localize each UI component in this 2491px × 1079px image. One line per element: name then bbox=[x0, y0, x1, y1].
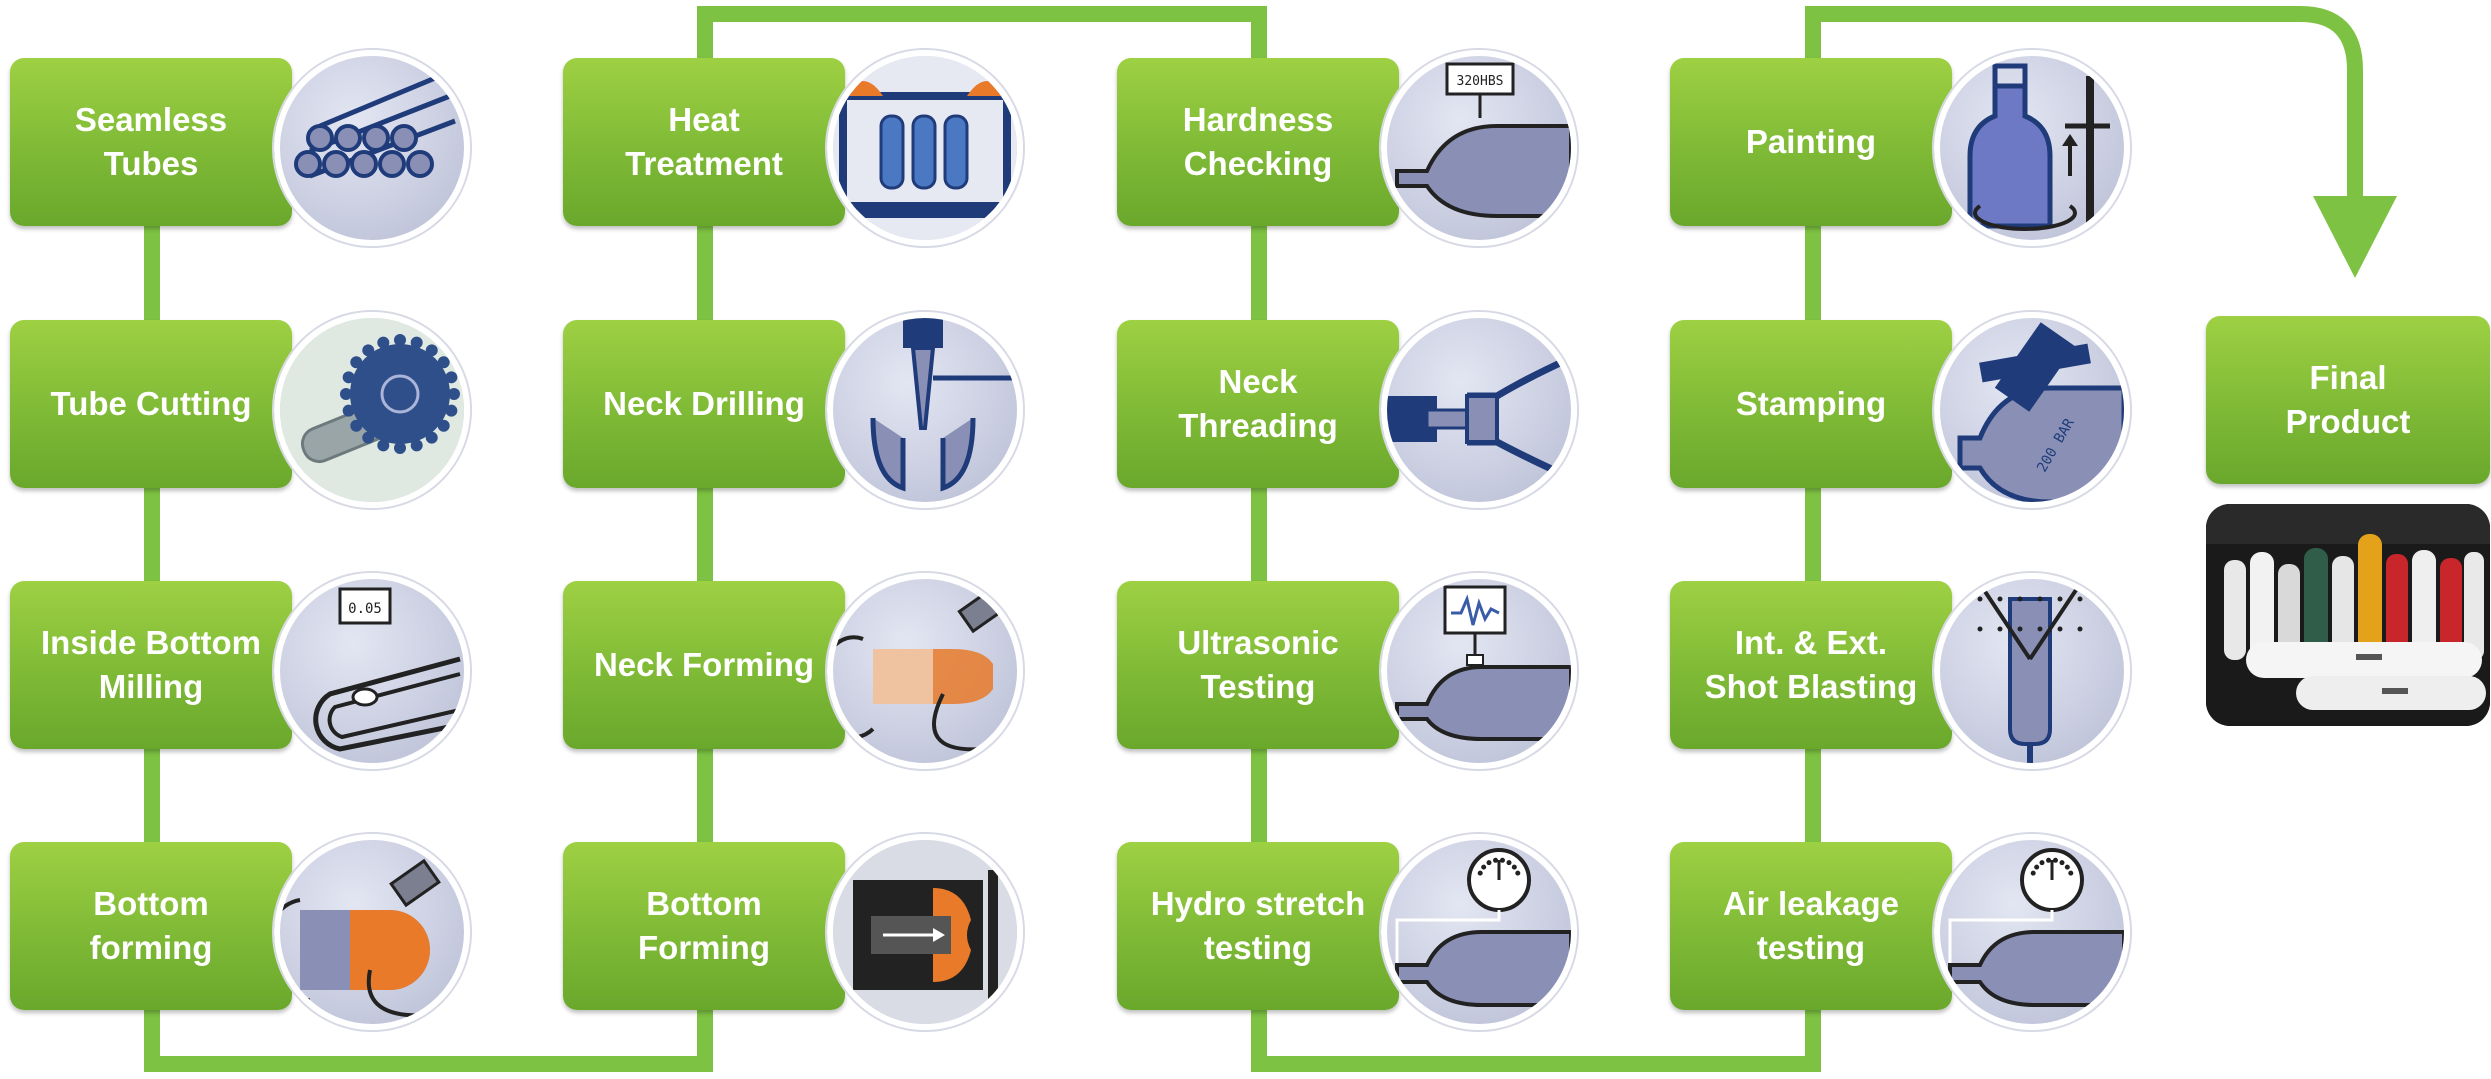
gas-cylinders-image bbox=[2206, 504, 2490, 726]
milling-icon: 0.05 bbox=[274, 573, 470, 769]
svg-text:0.05: 0.05 bbox=[348, 601, 382, 617]
drill-icon bbox=[827, 312, 1023, 508]
spray-paint-icon bbox=[1934, 50, 2130, 246]
step-label-line: testing bbox=[1203, 929, 1313, 966]
final-product-box: Final Product bbox=[2206, 316, 2490, 484]
final-product-line: Product bbox=[2285, 403, 2411, 440]
tubes-bundle-icon bbox=[274, 50, 470, 246]
step-label-line: Bottom bbox=[646, 885, 762, 922]
step-label-line: Air leakage bbox=[1722, 885, 1900, 922]
step-box: Neck Drilling bbox=[563, 320, 845, 488]
press-icon bbox=[827, 834, 1023, 1030]
step-label-line: testing bbox=[1756, 929, 1866, 966]
final-product-photo bbox=[2206, 504, 2490, 726]
bottom-forming-icon bbox=[274, 834, 470, 1030]
step-label-line: Treatment bbox=[625, 145, 783, 182]
step-box: Air leakage testing bbox=[1670, 842, 1952, 1010]
neck-forming-icon bbox=[827, 573, 1023, 769]
stamp-icon: 200 BAR bbox=[1934, 312, 2130, 508]
step-box: Hydro stretch testing bbox=[1117, 842, 1399, 1010]
step-label: Neck Forming bbox=[580, 643, 828, 687]
shot-blasting-icon bbox=[1934, 573, 2130, 769]
step-label: Int. & Ext. Shot Blasting bbox=[1691, 621, 1932, 709]
step-label-line: Tube Cutting bbox=[50, 385, 252, 422]
final-product-line: Final bbox=[2309, 359, 2387, 396]
step-label-line: Inside Bottom bbox=[41, 624, 261, 661]
step-label-line: Heat bbox=[668, 101, 740, 138]
pressure-gauge-icon bbox=[1934, 834, 2130, 1030]
svg-text:320HBS: 320HBS bbox=[1457, 74, 1504, 89]
step-label: Stamping bbox=[1722, 382, 1900, 426]
step-box: Int. & Ext. Shot Blasting bbox=[1670, 581, 1952, 749]
step-label-line: Shot Blasting bbox=[1704, 668, 1918, 705]
step-box: Neck Forming bbox=[563, 581, 845, 749]
step-label: Air leakage testing bbox=[1709, 882, 1913, 970]
pressure-gauge-icon bbox=[1381, 834, 1577, 1030]
step-label: Painting bbox=[1732, 120, 1890, 164]
ultrasonic-icon bbox=[1381, 573, 1577, 769]
flow-path bbox=[144, 5, 2363, 1072]
step-label: Neck Drilling bbox=[589, 382, 819, 426]
step-label-line: Int. & Ext. bbox=[1734, 624, 1888, 661]
step-label-line: Threading bbox=[1178, 407, 1338, 444]
step-label-line: Forming bbox=[638, 929, 770, 966]
step-label-line: Tubes bbox=[103, 145, 199, 182]
step-label-line: Hardness bbox=[1182, 101, 1334, 138]
step-box: Painting bbox=[1670, 58, 1952, 226]
step-label-line: Hydro stretch bbox=[1150, 885, 1366, 922]
step-label-line: Bottom bbox=[93, 885, 209, 922]
final-product-label: Final Product bbox=[2286, 356, 2411, 444]
hardness-gauge-icon: 320HBS bbox=[1381, 50, 1577, 246]
step-box: Bottom forming bbox=[10, 842, 292, 1010]
step-label-line: forming bbox=[89, 929, 213, 966]
step-label-line: Milling bbox=[98, 668, 204, 705]
step-label-line: Ultrasonic bbox=[1177, 624, 1339, 661]
step-label-line: Checking bbox=[1183, 145, 1333, 182]
step-label-line: Neck Drilling bbox=[603, 385, 805, 422]
step-label-line: Neck bbox=[1218, 363, 1298, 400]
step-label: Bottom forming bbox=[76, 882, 227, 970]
step-label-line: Testing bbox=[1200, 668, 1316, 705]
cylinder-row bbox=[2224, 534, 2484, 662]
step-label: Tube Cutting bbox=[37, 382, 266, 426]
step-box: Tube Cutting bbox=[10, 320, 292, 488]
step-label-line: Neck Forming bbox=[593, 646, 815, 683]
step-label-line: Painting bbox=[1745, 123, 1877, 160]
step-label: Hydro stretch testing bbox=[1137, 882, 1380, 970]
furnace-icon bbox=[827, 50, 1023, 246]
threading-icon bbox=[1381, 312, 1577, 508]
flow-arrow-head bbox=[2313, 196, 2397, 278]
step-label-line: Seamless bbox=[74, 101, 228, 138]
step-label-line: Stamping bbox=[1735, 385, 1887, 422]
step-box: Stamping bbox=[1670, 320, 1952, 488]
saw-blade-icon bbox=[274, 312, 470, 508]
